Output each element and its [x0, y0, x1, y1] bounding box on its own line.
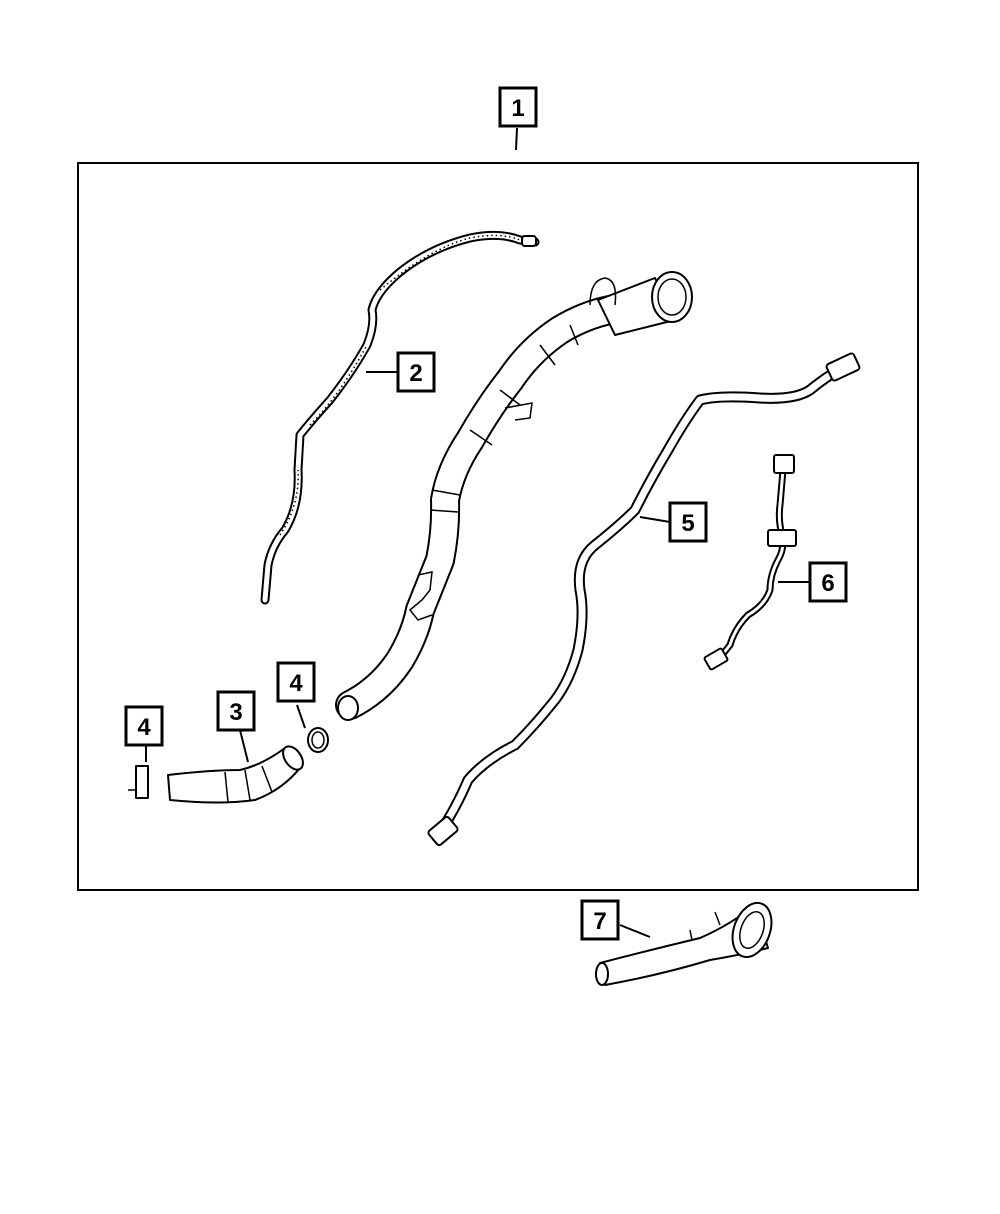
- callout-4-left[interactable]: 4: [124, 705, 164, 762]
- vapor-tube-core: [436, 368, 839, 836]
- clip-body: [135, 765, 149, 799]
- fuel-filler-tube: [335, 271, 693, 721]
- callout-1-label: 1: [511, 95, 524, 122]
- clamp-ring-inner: [311, 731, 325, 749]
- vent-hose-corrugation: [279, 234, 521, 536]
- funnel-inner-ring: [739, 911, 765, 949]
- callout-4-left-box: [124, 705, 164, 747]
- hose-bands: [224, 765, 273, 803]
- callout-2-box: [396, 351, 436, 393]
- harness-clip: [767, 529, 797, 547]
- part-3-hose: [167, 745, 304, 804]
- callout-7-label: 7: [593, 908, 606, 935]
- callout-1-box: [498, 86, 538, 128]
- callout-5[interactable]: 5: [639, 501, 708, 543]
- vapor-tube-lower-connector: [427, 815, 459, 847]
- callout-7-leader: [619, 924, 651, 938]
- callout-5-leader: [639, 516, 671, 523]
- funnel-tabs: [689, 911, 721, 941]
- callout-7-box: [580, 899, 620, 941]
- hose-body: [167, 747, 301, 804]
- part-4-clamp: [307, 727, 329, 753]
- callout-3-label: 3: [229, 699, 242, 726]
- vapor-tube-upper-connector: [825, 352, 861, 382]
- filler-neck-inner-ring: [657, 278, 687, 316]
- filler-neck-loop: [589, 277, 617, 306]
- filler-tube-bands: [429, 324, 579, 513]
- callout-3-leader: [239, 729, 249, 763]
- callout-5-label: 5: [681, 510, 694, 537]
- harness-bottom-connector: [703, 647, 729, 671]
- callout-5-box: [668, 501, 708, 543]
- callout-4-right-label: 4: [289, 670, 303, 697]
- callout-6-box: [808, 561, 848, 603]
- callout-3[interactable]: 3: [216, 690, 256, 763]
- part-7-funnel: [595, 901, 773, 986]
- filler-tube-lower-end: [337, 695, 359, 721]
- filler-tube-bracket-upper: [504, 402, 533, 421]
- clamp-ring: [307, 727, 329, 753]
- callout-2[interactable]: 2: [366, 351, 436, 393]
- vent-hose-core: [262, 232, 538, 603]
- vent-hose-end-fitting: [521, 235, 537, 247]
- part-4-clip: [128, 765, 149, 799]
- funnel-wide-end: [731, 901, 773, 959]
- harness-top-connector: [773, 454, 795, 474]
- callout-1-leader: [515, 127, 518, 151]
- vapor-tube-outline: [434, 366, 841, 838]
- filler-tube-outline: [335, 295, 625, 720]
- callout-4-right-box: [276, 661, 316, 703]
- part-6-harness: [703, 454, 797, 671]
- funnel-narrow-end: [595, 962, 609, 986]
- hose-right-end: [282, 745, 304, 771]
- callout-7[interactable]: 7: [580, 899, 651, 941]
- callout-2-label: 2: [409, 360, 422, 387]
- callout-6[interactable]: 6: [778, 561, 848, 603]
- callout-1[interactable]: 1: [498, 86, 538, 151]
- callout-6-label: 6: [821, 570, 834, 597]
- assembly-frame: [77, 162, 919, 891]
- filler-tube-bracket-lower: [408, 571, 433, 621]
- part-2-vent-hose: [260, 230, 540, 605]
- callout-4-left-label: 4: [137, 714, 151, 741]
- callout-4-right-leader: [296, 704, 306, 729]
- harness-outline: [714, 466, 787, 664]
- part-5-vapor-tube: [427, 352, 861, 847]
- callout-3-box: [216, 690, 256, 732]
- callout-4-right[interactable]: 4: [276, 661, 316, 729]
- filler-tube-core: [337, 297, 623, 718]
